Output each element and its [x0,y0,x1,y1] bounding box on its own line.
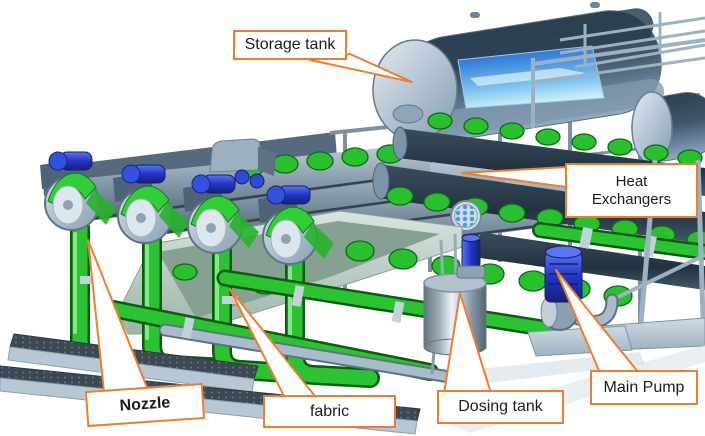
label-fabric: fabric [263,395,396,428]
winch-unit [258,185,334,265]
label-heat-exchangers-line1: Heat [615,172,648,190]
winch-unit [113,164,189,244]
label-heat-exchangers-line2: Exchangers [591,190,672,208]
right-frame [532,159,705,351]
label-main-pump: Main Pump [590,370,698,405]
callout-leaders [87,53,639,401]
railing [531,12,705,128]
label-heat-exchangers: Heat Exchangers [565,163,698,218]
winch-unit [40,151,116,231]
winch-units [40,151,334,265]
label-nozzle-text: Nozzle [119,394,171,416]
dosing-pump [456,234,486,279]
label-dosing-tank-text: Dosing tank [458,398,543,416]
winch-unit [183,174,259,254]
label-storage-tank-text: Storage tank [244,36,336,54]
heat-exchanger-tubes [450,200,705,290]
label-main-pump-text: Main Pump [603,378,685,396]
label-fabric-text: fabric [309,402,350,420]
label-storage-tank: Storage tank [233,30,347,60]
filter-hood [209,138,276,189]
label-dosing-tank: Dosing tank [437,390,564,424]
